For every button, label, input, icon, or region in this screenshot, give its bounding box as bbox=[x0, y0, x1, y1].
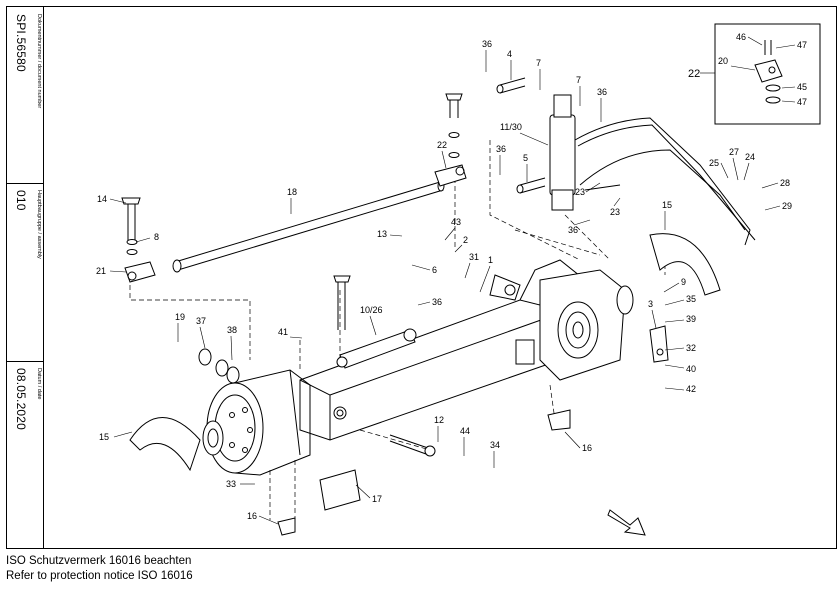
callout-13: 13 bbox=[377, 229, 387, 239]
protection-notice-en: Refer to protection notice ISO 16016 bbox=[6, 570, 193, 582]
callout-leaders bbox=[109, 36, 796, 525]
callout-37: 37 bbox=[196, 316, 206, 326]
assembly-cell: Hauptbaugruppe / assembly 010 bbox=[6, 184, 43, 362]
cylinder-11-30 bbox=[496, 77, 576, 211]
callout-36: 36 bbox=[482, 39, 492, 49]
callout-22-detail: 22 bbox=[688, 68, 700, 80]
doc-number-cell: Dokumentnummer / document number SPI.565… bbox=[6, 6, 43, 184]
callout-36c: 36 bbox=[496, 144, 506, 154]
callout-31: 31 bbox=[469, 252, 479, 262]
washers-37-38 bbox=[198, 348, 240, 384]
callout-23: 23 bbox=[575, 187, 585, 197]
callout-15: 15 bbox=[99, 432, 109, 442]
title-block: Dokumentnummer / document number SPI.565… bbox=[6, 6, 44, 549]
callout-25: 25 bbox=[709, 158, 719, 168]
callouts: 36 4 7 7 36 11/30 36 5 23 23 36 22 18 14… bbox=[96, 32, 807, 521]
callout-1: 1 bbox=[488, 255, 493, 265]
callout-21: 21 bbox=[96, 266, 106, 276]
callout-11-30: 11/30 bbox=[500, 122, 522, 132]
callout-23b: 23 bbox=[610, 207, 620, 217]
tie-rod bbox=[172, 180, 445, 273]
drawing-frame bbox=[6, 6, 837, 549]
callout-12: 12 bbox=[434, 415, 444, 425]
steering-cylinder bbox=[333, 275, 417, 369]
callout-17: 17 bbox=[372, 494, 382, 504]
callout-22: 22 bbox=[437, 140, 447, 150]
view-direction-arrow bbox=[607, 509, 646, 536]
callout-47b: 47 bbox=[797, 97, 807, 107]
callout-2: 2 bbox=[463, 235, 468, 245]
protection-notice-de: ISO Schutzvermerk 16016 beachten bbox=[6, 555, 192, 567]
differential-housing bbox=[489, 269, 634, 381]
callout-41: 41 bbox=[278, 327, 288, 337]
callout-44: 44 bbox=[460, 426, 470, 436]
callout-10-26: 10/26 bbox=[360, 305, 383, 315]
callout-29: 29 bbox=[782, 201, 792, 211]
callout-20: 20 bbox=[718, 56, 728, 66]
callout-16b: 16 bbox=[582, 443, 592, 453]
callout-46: 46 bbox=[736, 32, 746, 42]
bracket-assembly-right bbox=[649, 325, 669, 363]
callout-24: 24 bbox=[745, 152, 755, 162]
callout-39: 39 bbox=[686, 314, 696, 324]
callout-18: 18 bbox=[287, 187, 297, 197]
bracket-17 bbox=[319, 469, 361, 511]
tie-rod-end-right bbox=[434, 93, 467, 187]
callout-7: 7 bbox=[536, 58, 541, 68]
callout-4: 4 bbox=[507, 49, 512, 59]
callout-45: 45 bbox=[797, 82, 807, 92]
callout-7b: 7 bbox=[576, 75, 581, 85]
callout-8: 8 bbox=[154, 232, 159, 242]
callout-42: 42 bbox=[686, 384, 696, 394]
assembly-leaders bbox=[129, 140, 666, 520]
brake-shield-left bbox=[129, 417, 201, 472]
bracket-16-bottom bbox=[277, 517, 296, 536]
brake-shield-right bbox=[649, 233, 721, 296]
callout-36b: 36 bbox=[597, 87, 607, 97]
callout-28: 28 bbox=[780, 178, 790, 188]
callout-36d: 36 bbox=[568, 225, 578, 235]
tie-rod-end-left bbox=[121, 197, 156, 283]
hydraulic-lines bbox=[574, 117, 756, 246]
callout-27: 27 bbox=[729, 147, 739, 157]
callout-19: 19 bbox=[175, 312, 185, 322]
callout-3: 3 bbox=[648, 299, 653, 309]
left-wheel-hub bbox=[202, 369, 311, 476]
callout-35: 35 bbox=[686, 294, 696, 304]
callout-40: 40 bbox=[686, 364, 696, 374]
callout-9: 9 bbox=[681, 277, 686, 287]
callout-5: 5 bbox=[523, 153, 528, 163]
callout-38: 38 bbox=[227, 325, 237, 335]
callout-43: 43 bbox=[451, 217, 461, 227]
callout-36e: 36 bbox=[432, 297, 442, 307]
detail-inset bbox=[714, 23, 821, 125]
callout-34: 34 bbox=[490, 440, 500, 450]
callout-33: 33 bbox=[226, 479, 236, 489]
callout-32: 32 bbox=[686, 343, 696, 353]
callout-14: 14 bbox=[97, 194, 107, 204]
callout-6: 6 bbox=[432, 265, 437, 275]
bracket-16-right bbox=[547, 409, 571, 431]
callout-47: 47 bbox=[797, 40, 807, 50]
callout-16: 16 bbox=[247, 511, 257, 521]
pin-12 bbox=[389, 434, 436, 457]
callout-15b: 15 bbox=[662, 200, 672, 210]
